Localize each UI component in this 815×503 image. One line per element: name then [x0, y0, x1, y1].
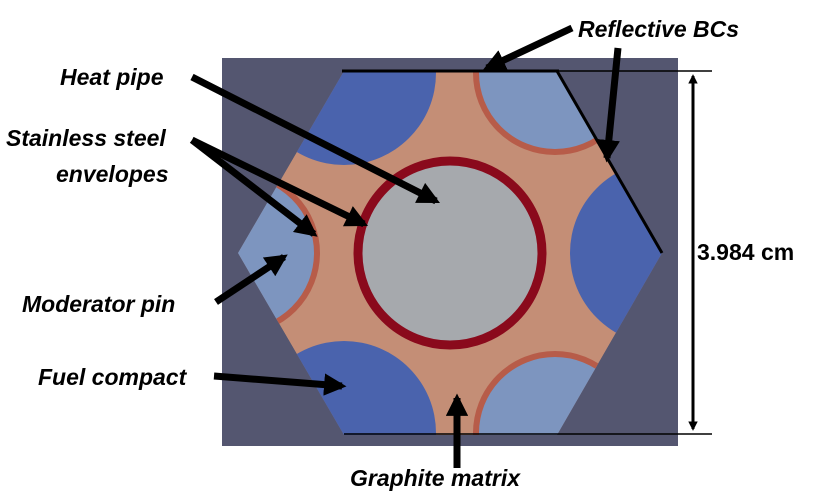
- heat-pipe-label: Heat pipe: [60, 64, 164, 90]
- fuel-compact-arrow: [213, 372, 347, 396]
- fuel-compact-right: [570, 161, 662, 345]
- reflective-bcs-arrow-2: [597, 47, 622, 163]
- moderator-pin-left: [238, 171, 320, 335]
- fuel-compact-label: Fuel compact: [38, 364, 188, 390]
- stainless-steel-arrow-1: [190, 136, 369, 228]
- stainless-steel-arrow-2: [189, 137, 318, 237]
- reflective-bcs-arrow-1: [482, 24, 574, 72]
- reflective-bcs-label: Reflective BCs: [578, 16, 739, 42]
- dimension-label: 3.984 cm: [697, 239, 794, 265]
- heat-pipe: [353, 156, 547, 350]
- moderator-pin-arrow: [214, 254, 288, 305]
- moderator-pin-label: Moderator pin: [22, 291, 175, 317]
- stainless-steel-label-line2: envelopes: [56, 161, 169, 187]
- heat-pipe-arrow: [190, 73, 440, 205]
- graphite-matrix-label: Graphite matrix: [350, 465, 521, 491]
- stainless-steel-label-line1: Stainless steel: [6, 125, 166, 151]
